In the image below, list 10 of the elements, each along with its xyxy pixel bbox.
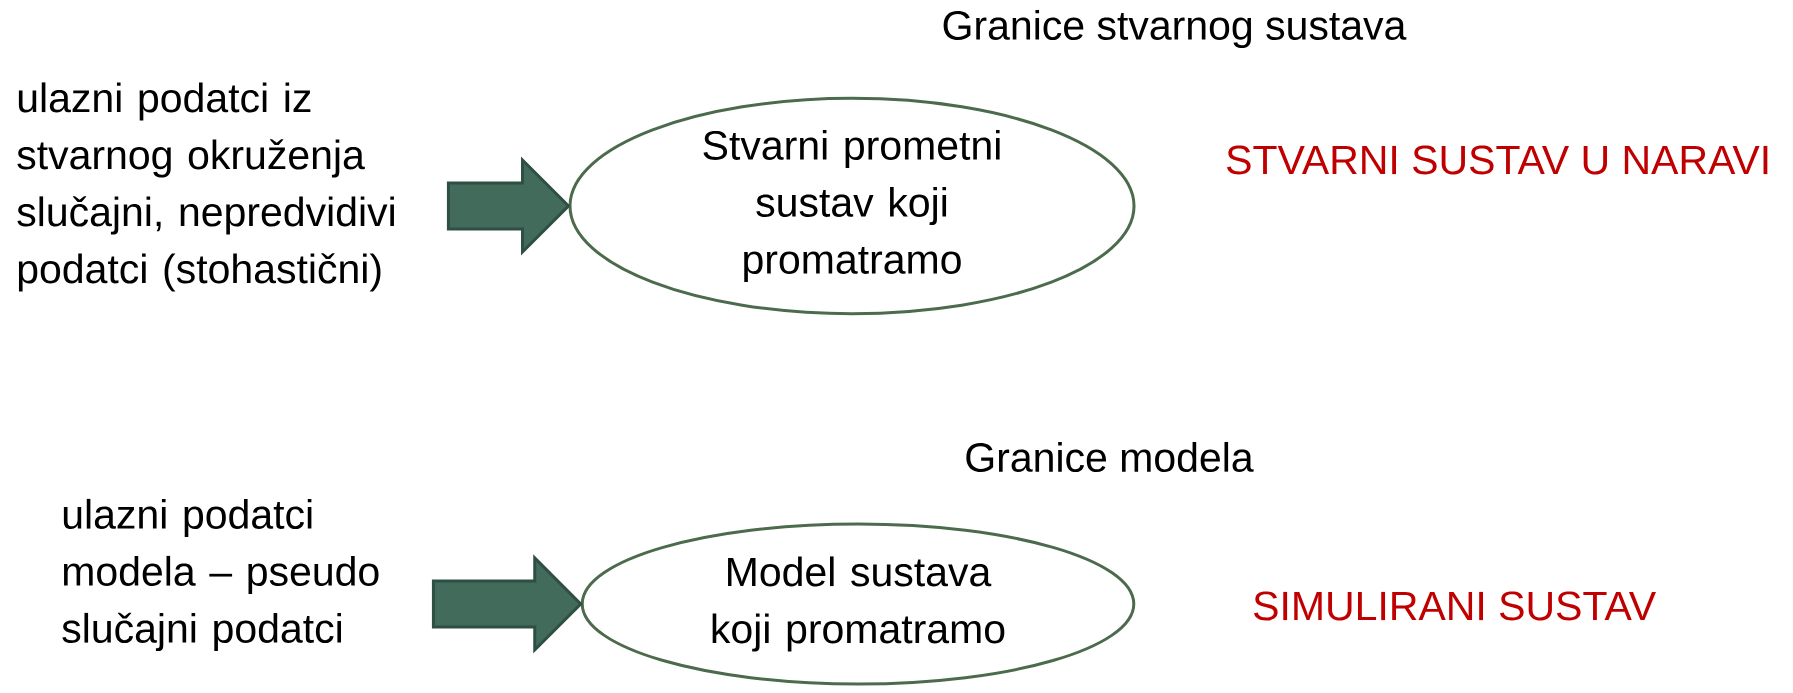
block-arrow <box>431 554 583 654</box>
block-arrow <box>446 156 571 256</box>
boundary-label: Granice stvarnog sustava <box>943 9 1407 49</box>
ellipse-node: Model sustava koji promatramo <box>580 522 1136 686</box>
boundary-label: Granice modela <box>966 441 1254 473</box>
input-text: ulazni podatci modela – pseudo slučajni podatci <box>62 498 379 652</box>
system-label: STVARNI SUSTAV U NARAVI <box>1227 145 1768 175</box>
ellipse-node: Stvarni prometni sustav koji promatramo <box>568 96 1136 316</box>
system-label: SIMULIRANI SUSTAV <box>1254 591 1656 621</box>
input-text: ulazni podatci iz stvarnog okruženja slučajni, nepredvidivi podatci (stohastični) <box>17 82 394 292</box>
